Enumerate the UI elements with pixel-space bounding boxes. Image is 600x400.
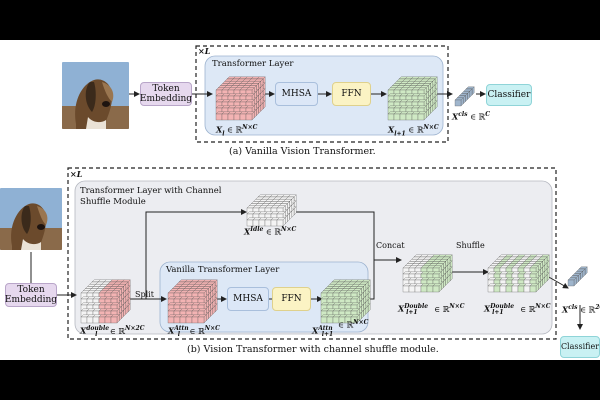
- a-mhsa-block: MHSA: [275, 82, 318, 106]
- a-x-in-label: Xl ∈ ℝN×C: [216, 124, 258, 138]
- dog-photo-icon: [62, 62, 129, 129]
- a-input-tensor: [215, 76, 266, 121]
- dog-photo-b: [0, 188, 62, 250]
- b-x-concat-label: XDoublel+1 ∈ ℝN×C: [398, 303, 465, 317]
- b-x-idle-label: XIdle ∈ ℝN×C: [244, 226, 297, 237]
- b-shuffle-tensor: [487, 254, 550, 293]
- figure: Token Embedding ×L Transformer Layer MHS…: [0, 40, 600, 360]
- b-double-tensor: [80, 279, 131, 324]
- a-cls-vector: [454, 86, 475, 107]
- b-ffn-block: FFN: [272, 287, 311, 311]
- b-concat-label: Concat: [376, 241, 405, 250]
- b-concat-tensor: [402, 254, 453, 293]
- b-x-double-label: Xdoublel ∈ ℝN×2C: [80, 325, 145, 339]
- b-x-attn-out-label: XAttnl+1: [312, 325, 334, 339]
- dog-photo-a: [62, 62, 129, 129]
- a-x-out-label: Xl+1 ∈ ℝN×C: [388, 124, 439, 138]
- b-cls-vector: [567, 266, 588, 287]
- b-times-l: ×L: [70, 169, 83, 179]
- b-shuffle-label: Shuffle: [456, 241, 485, 250]
- b-attn-out-tensor: [320, 279, 371, 324]
- caption-b: (b) Vision Transformer with channel shuf…: [187, 344, 439, 355]
- b-token-embedding: Token Embedding: [4, 283, 58, 307]
- b-x-shuffle-label: XDoublel+1 ∈ ℝN×C: [484, 303, 551, 317]
- a-transformer-layer: [204, 55, 444, 136]
- b-idle-tensor: [246, 194, 297, 227]
- b-outer-title: Transformer Layer with Channel Shuffle M…: [80, 186, 222, 207]
- b-repeat-box: [67, 167, 557, 340]
- b-x-attn-in-label: XAttnl ∈ ℝN×C: [168, 325, 220, 339]
- a-output-tensor: [387, 76, 438, 121]
- a-x-cls-label: Xcls ∈ ℝC: [452, 111, 490, 122]
- a-layer-title: Transformer Layer: [212, 59, 294, 69]
- a-classifier-block: Classifier: [486, 84, 532, 106]
- b-inner-title: Vanilla Transformer Layer: [166, 265, 280, 275]
- dog-photo-icon: [0, 188, 62, 250]
- b-mhsa-block: MHSA: [227, 287, 269, 311]
- a-times-l: ×L: [198, 46, 211, 56]
- b-x-cls-label: Xcls ∈ ℝ2C: [562, 304, 600, 315]
- a-ffn-block: FFN: [332, 82, 371, 106]
- diagram-connectors: [28, 45, 588, 340]
- a-token-embedding: Token Embedding: [139, 82, 193, 106]
- b-classifier-block: Classifier: [560, 336, 600, 358]
- b-split-label: Split: [135, 290, 154, 299]
- b-x-attn-out-domain: ∈ ℝN×C: [338, 319, 369, 330]
- b-attn-in-tensor: [167, 279, 218, 324]
- caption-a: (a) Vanilla Vision Transformer.: [229, 146, 376, 157]
